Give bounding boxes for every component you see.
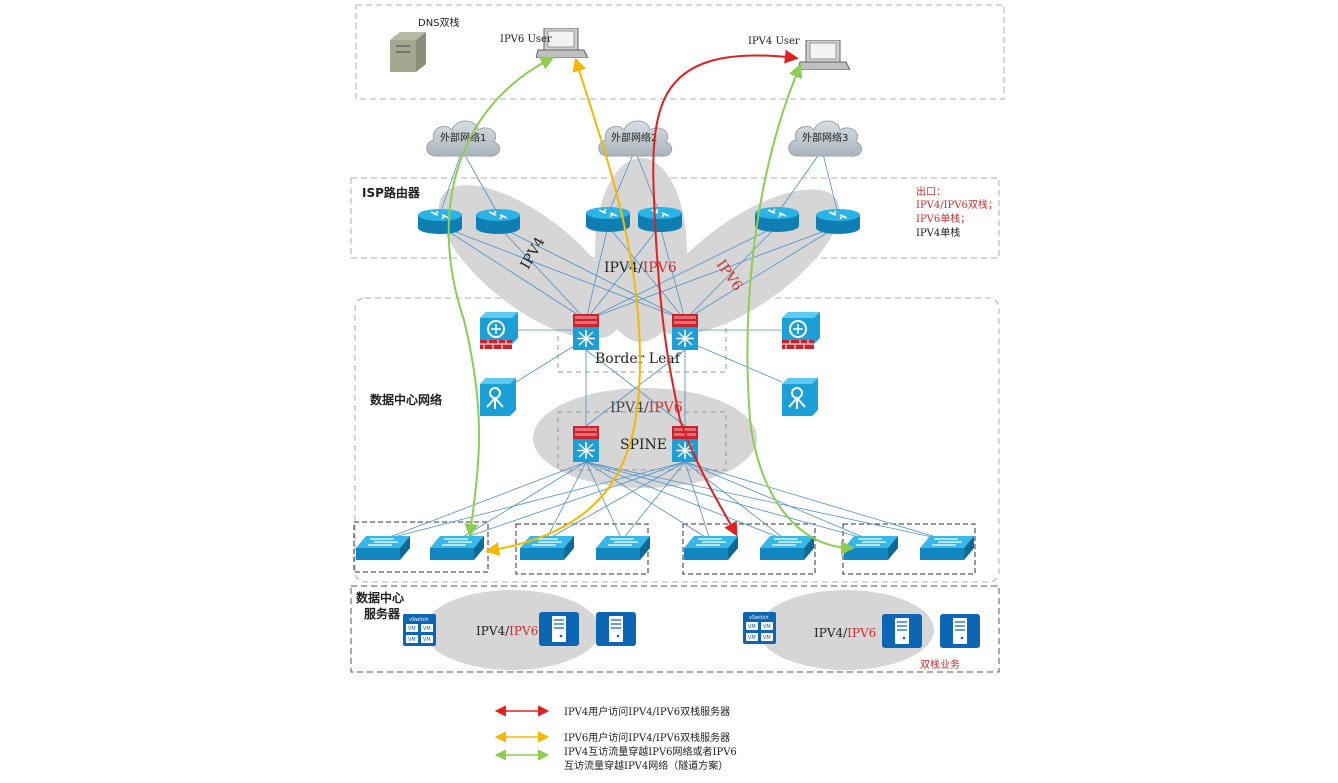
ipv6-user-label: IPV6 User	[500, 34, 552, 45]
vswitch-icon-left: vSwitch VM VM VM VM	[403, 614, 436, 646]
cloud-label-1: 外部网络1	[440, 131, 486, 144]
server-zone-label-right: IPV4/IPV6	[814, 626, 876, 640]
server-zone-shade-left	[424, 590, 600, 670]
vswitch-icon-right: vSwitch VM VM VM VM	[743, 612, 776, 644]
server-zone-shade-right	[758, 590, 934, 670]
flow-red	[652, 49, 799, 537]
leaf-switch-icon-1	[356, 536, 410, 560]
router-icon-2	[476, 208, 520, 234]
leaf-switch-icon-7	[844, 536, 898, 560]
border-leaf-label: Border Leaf	[595, 351, 682, 367]
egress-line-3: IPV4单栈	[916, 226, 960, 239]
router-icon-1	[418, 208, 462, 234]
leaf-switch-icon-8	[920, 536, 974, 560]
egress-line-2: IPV6单栈；	[916, 212, 970, 225]
router-icon-4	[638, 206, 682, 232]
isp-label: ISP路由器	[362, 185, 421, 200]
leaf-switch-icon-5	[684, 536, 738, 560]
server-icon-4	[940, 614, 980, 648]
leaf-switch-icon-4	[596, 536, 650, 560]
server-icon-1	[539, 612, 579, 646]
ipv4-user-pc-icon	[798, 40, 850, 70]
spine-switch-icon-1	[573, 426, 599, 462]
router-icon-6	[816, 208, 860, 234]
dc-server-zone	[350, 585, 1000, 673]
legend-red-text: IPV4用户访问IPV4/IPV6双栈服务器	[564, 705, 730, 718]
legend-green-text-line-2: 互访流量穿越IPV4网络（隧道方案）	[564, 759, 728, 772]
server-icon-3	[882, 614, 922, 648]
svg-text:VM: VM	[408, 637, 416, 643]
cloud-label-3: 外部网络3	[802, 131, 848, 144]
dc-server-label-line-2: 服务器	[364, 606, 401, 621]
firewall-icon-right	[782, 312, 820, 350]
dual-stack-business-label: 双栈业务	[920, 658, 960, 671]
leaf-switch-icon-2	[430, 536, 484, 560]
flow-yellow	[485, 57, 642, 557]
dns-label: DNS双栈	[418, 16, 460, 29]
server-zone-label-left: IPV4/IPV6	[476, 624, 538, 638]
dns-user-zone	[355, 4, 1005, 100]
server-icon-2	[596, 612, 636, 646]
dns-server-icon	[390, 32, 426, 72]
dual-stack-path-label: IPV4/IPV6	[604, 260, 677, 276]
dc-network-label: 数据中心网络	[370, 392, 442, 407]
router-icon-5	[755, 206, 799, 232]
svg-text:VM: VM	[423, 637, 431, 643]
ipv4-user-label: IPV4 User	[748, 36, 800, 47]
svg-text:vSwitch: vSwitch	[749, 615, 769, 621]
svg-text:VM: VM	[748, 635, 756, 641]
firewall-icon-left	[480, 312, 518, 350]
svg-text:VM: VM	[408, 626, 416, 632]
legend-yellow-text: IPV6用户访问IPV4/IPV6双栈服务器	[564, 731, 730, 744]
dc-server-label-line-1: 数据中心	[356, 590, 404, 605]
legend-green-text-line-1: IPV4互访流量穿越IPV6网络或者IPV6	[564, 745, 737, 758]
cloud-label-2: 外部网络2	[611, 131, 657, 144]
leaf-switch-icon-3	[520, 536, 574, 560]
leaf-switch-icon-6	[760, 536, 814, 560]
spine-zone-label: IPV4/IPV6	[610, 400, 683, 416]
spine-label: SPINE	[620, 437, 667, 453]
border-leaf-switch-icon-2	[672, 314, 698, 350]
load-balancer-icon-right	[782, 378, 818, 416]
svg-text:VM: VM	[748, 624, 756, 630]
load-balancer-icon-left	[480, 378, 516, 416]
egress-title: 出口：	[916, 185, 946, 198]
svg-text:VM: VM	[423, 626, 431, 632]
flow-green-left	[447, 56, 555, 538]
leaf-group-1	[353, 521, 489, 573]
svg-text:VM: VM	[763, 624, 771, 630]
svg-text:VM: VM	[763, 635, 771, 641]
egress-line-1: IPV4/IPV6双栈；	[916, 198, 998, 211]
border-leaf-switch-icon-1	[573, 314, 599, 350]
svg-text:vSwitch: vSwitch	[409, 617, 429, 623]
